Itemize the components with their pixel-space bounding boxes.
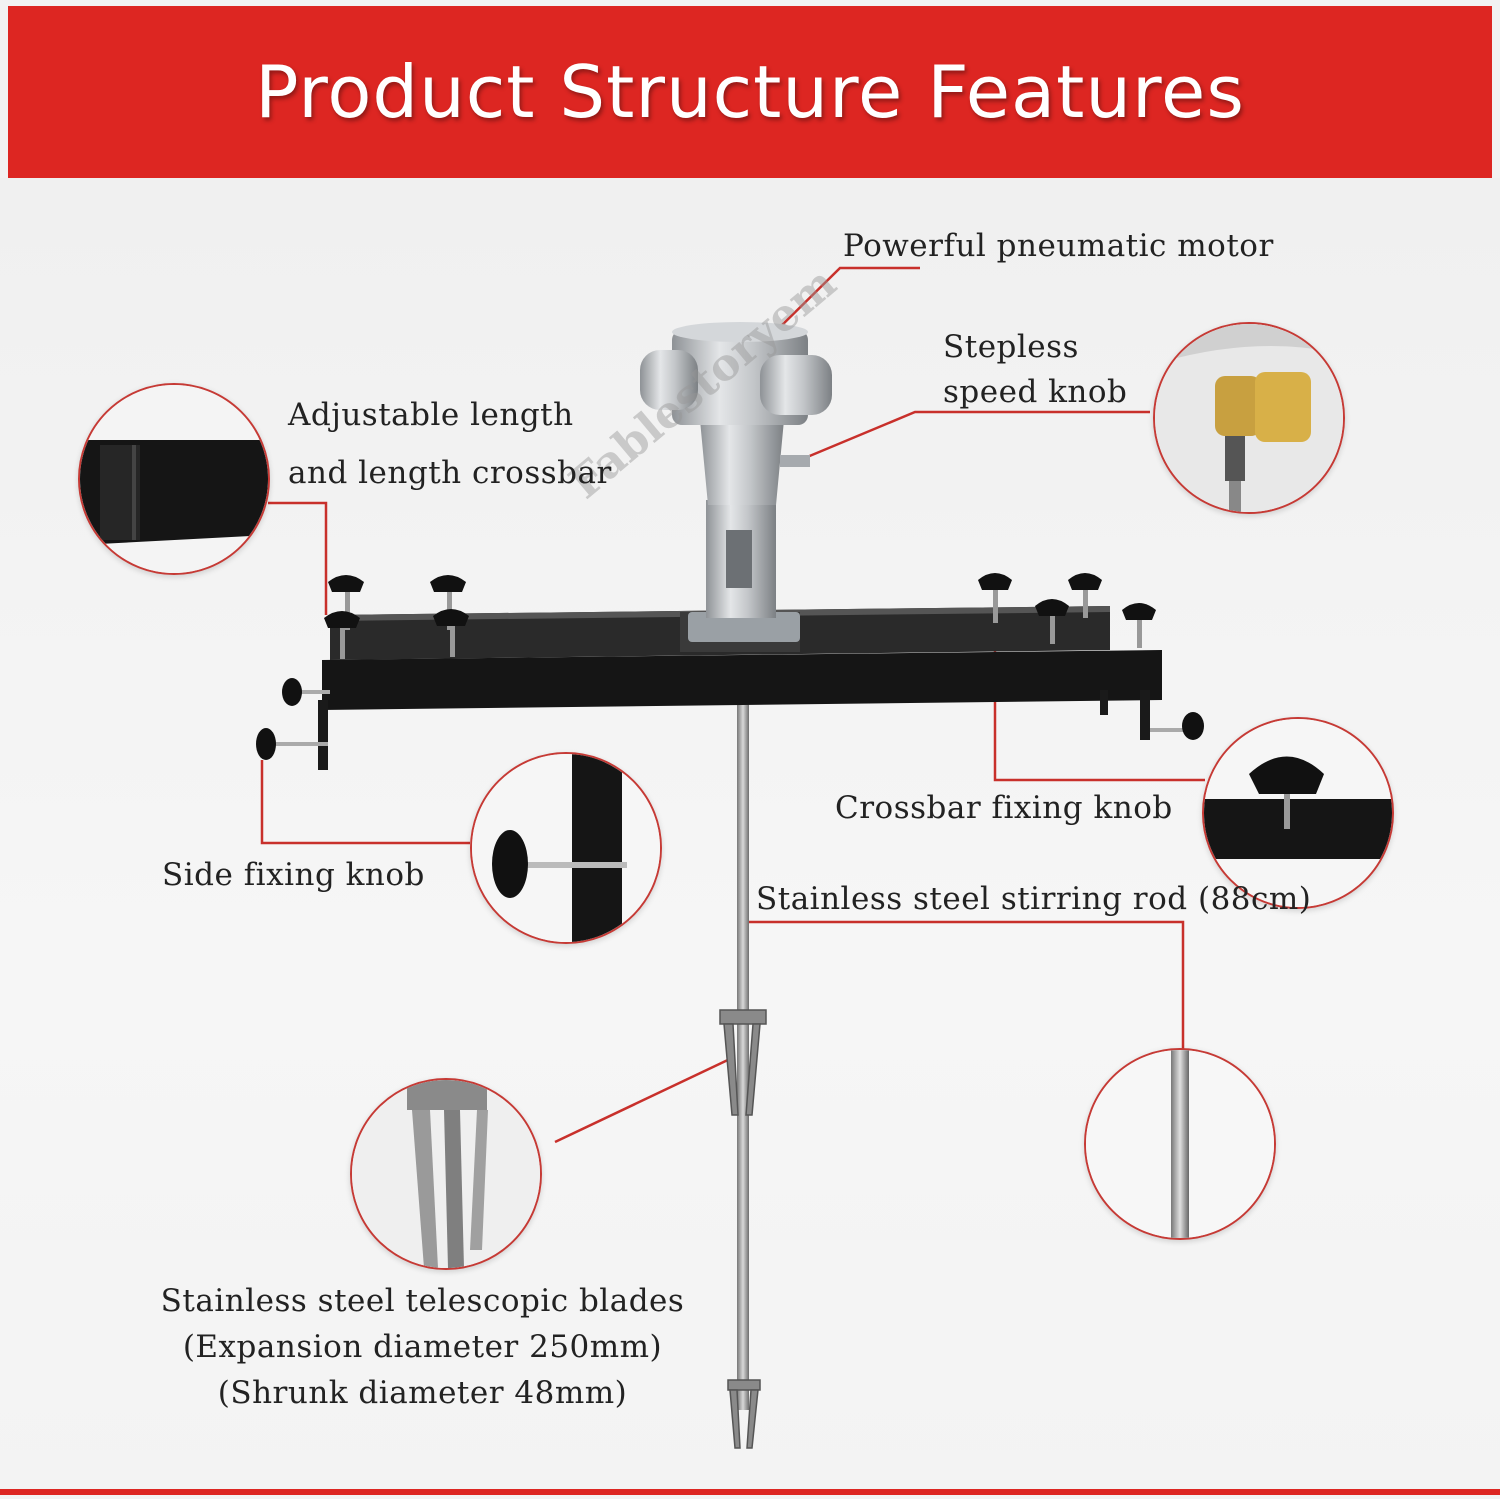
header-banner: Product Structure Features: [8, 6, 1492, 178]
label-pneumatic-motor: Powerful pneumatic motor: [843, 228, 1274, 264]
leader-stirring-rod: [745, 920, 1185, 1050]
label-crossbar-line1: Adjustable length: [288, 397, 574, 433]
label-speed-knob-line2: speed knob: [943, 373, 1128, 410]
side-knobs: [256, 678, 1204, 760]
lower-blades: [727, 1379, 761, 1449]
label-blades-line2: (Expansion diameter 250mm): [182, 1329, 663, 1365]
leader-side-knob: [260, 760, 470, 845]
leader-crossbar: [268, 501, 328, 615]
bottom-bar: [0, 1489, 1500, 1495]
label-blades-line3: (Shrunk diameter 48mm): [217, 1375, 628, 1411]
page-title: Product Structure Features: [255, 50, 1245, 134]
leader-lines: [260, 266, 1205, 1144]
label-stirring-rod: Stainless steel stirring rod (88cm): [756, 881, 1312, 917]
label-blades: Stainless steel telescopic blades (Expan…: [150, 1278, 695, 1416]
crossbar-knob-detail-circle: [1202, 717, 1394, 909]
crossbar-knobs: [324, 573, 1156, 659]
rod-detail-circle: [1084, 1048, 1276, 1240]
stirring-rod: [737, 700, 749, 1410]
label-crossbar: Adjustable length and length crossbar: [288, 386, 612, 502]
label-blades-line1: Stainless steel telescopic blades: [160, 1283, 685, 1319]
pneumatic-motor: [640, 322, 832, 642]
leader-speed-knob: [799, 410, 1150, 462]
crossbar-detail-circle: [78, 383, 270, 575]
speed-knob-detail-circle: [1153, 322, 1345, 514]
label-speed-knob: Stepless speed knob: [943, 325, 1127, 415]
blades-detail-circle: [350, 1078, 542, 1270]
label-speed-knob-line1: Stepless: [943, 329, 1079, 365]
upper-blades: [719, 1009, 767, 1116]
leader-motor: [774, 266, 920, 333]
label-crossbar-line2: and length crossbar: [288, 455, 612, 491]
label-crossbar-knob: Crossbar fixing knob: [835, 790, 1173, 826]
leader-blades: [554, 1056, 733, 1144]
side-knob-detail-circle: [470, 752, 662, 944]
label-side-knob: Side fixing knob: [162, 857, 425, 893]
